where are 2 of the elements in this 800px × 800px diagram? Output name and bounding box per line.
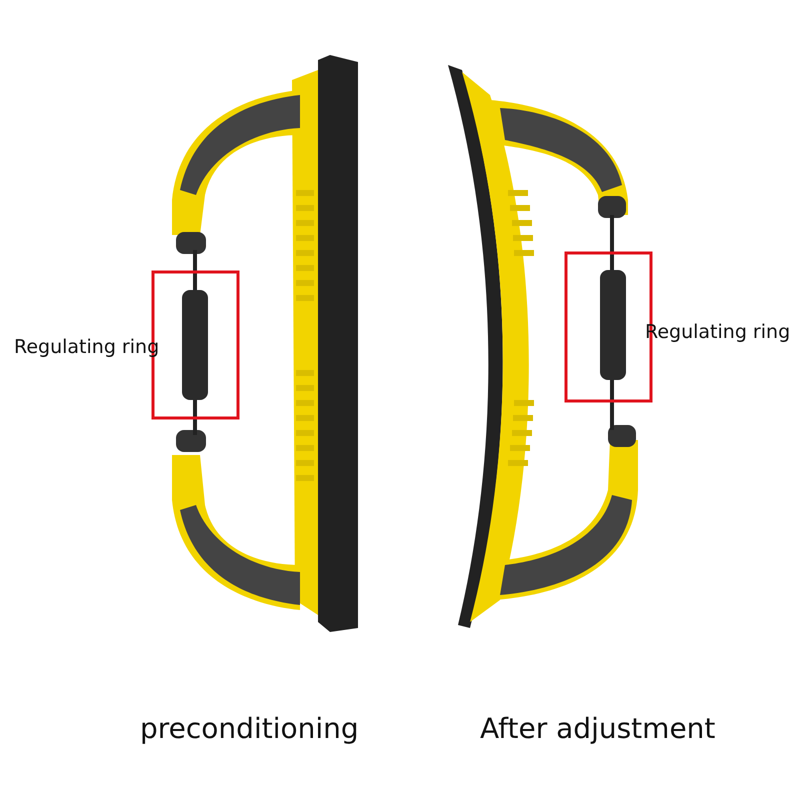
caption: preconditioning <box>140 712 359 745</box>
caption: After adjustment <box>480 712 716 745</box>
